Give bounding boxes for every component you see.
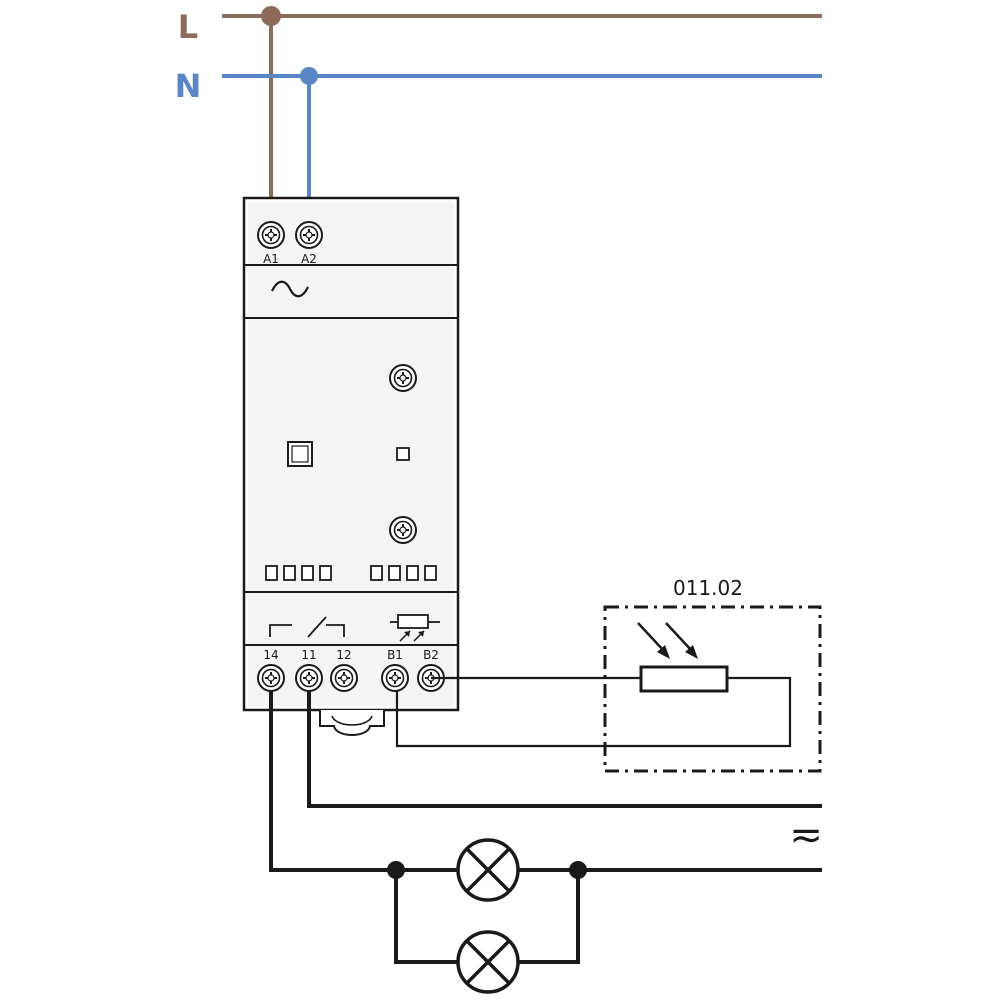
status-window <box>265 565 278 581</box>
photoresistor-input-icon <box>390 614 440 642</box>
status-window <box>301 565 314 581</box>
terminal-11-screw <box>295 664 323 692</box>
wire-sensor-to-b1 <box>395 676 792 748</box>
terminal-11-label: 11 <box>301 648 316 662</box>
terminal-b2-label: B2 <box>423 648 439 662</box>
line-l-label: L <box>178 8 198 46</box>
lamp-1-icon <box>456 838 520 902</box>
wire-lamp2-right <box>518 870 580 964</box>
relay-contact-icon <box>269 616 345 638</box>
din-rail-clip <box>319 710 385 736</box>
terminal-12-screw <box>330 664 358 692</box>
selector-switch-inner <box>291 445 309 463</box>
status-window <box>283 565 296 581</box>
load-junction-left <box>387 861 405 879</box>
status-windows-left <box>265 565 332 581</box>
status-led <box>396 447 410 461</box>
status-window <box>406 565 419 581</box>
terminal-b1-label: B1 <box>387 648 403 662</box>
adjust-knob-lower <box>389 516 417 544</box>
sensor-model-label: 011.02 <box>673 576 743 600</box>
terminal-a1-label: A1 <box>263 252 279 266</box>
terminal-b1-screw <box>381 664 409 692</box>
status-window <box>319 565 332 581</box>
status-window <box>424 565 437 581</box>
terminal-a2-label: A2 <box>301 252 317 266</box>
line-n-label: N <box>175 67 202 105</box>
status-window <box>388 565 401 581</box>
twilight-switch-device: A1 A2 <box>242 196 460 712</box>
light-rays-icon <box>637 622 698 659</box>
terminal-12-label: 12 <box>336 648 351 662</box>
adjust-knob-upper <box>389 364 417 392</box>
supply-ac-dc-symbol: ≂ <box>789 812 823 858</box>
sensor-enclosure-outline <box>603 605 822 773</box>
photoresistor <box>639 665 729 693</box>
light-sensor-module: 011.02 <box>603 576 822 773</box>
status-window <box>370 565 383 581</box>
terminal-14-label: 14 <box>263 648 278 662</box>
terminal-14-screw <box>257 664 285 692</box>
status-windows-right <box>370 565 437 581</box>
lamp-2-icon <box>456 930 520 994</box>
device-body <box>248 202 454 706</box>
wire-lamp2-left <box>394 870 458 964</box>
load-junction-right <box>569 861 587 879</box>
terminal-a2-screw <box>295 221 323 249</box>
ac-supply-icon <box>271 280 309 298</box>
wire-terminal-11-supply <box>307 690 822 808</box>
terminal-a1-screw <box>257 221 285 249</box>
